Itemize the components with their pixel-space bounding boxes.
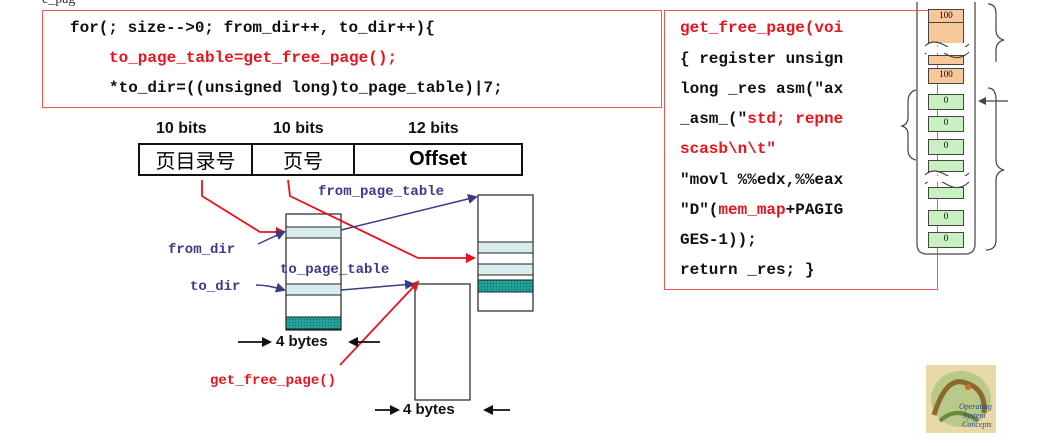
code-line-get-free-page: to_page_table=get_free_page(); bbox=[109, 49, 398, 67]
svg-text:System: System bbox=[963, 411, 985, 420]
rcode-line-6: "movl %%edx,%%eax bbox=[680, 171, 844, 189]
paging-diagram bbox=[201, 179, 534, 415]
mem-cell-used: 100 bbox=[928, 9, 964, 23]
mem-break-marks bbox=[924, 41, 970, 189]
mem-cell-free: 0 bbox=[928, 94, 964, 110]
rcode-line-9: return _res; } bbox=[680, 261, 815, 279]
label-bytes-directory: 4 bytes bbox=[276, 333, 328, 350]
book-cover-logo: Operating System Concepts bbox=[926, 365, 996, 433]
svg-text:Operating: Operating bbox=[959, 402, 992, 411]
rcode-line-8: GES-1)); bbox=[680, 231, 757, 249]
clipped-heading-fragment: e_pag bbox=[42, 0, 75, 8]
mem-used-fill-2 bbox=[928, 55, 964, 65]
right-code-box bbox=[664, 10, 938, 290]
rcode-line-7: "D"(mem_map+PAGIG bbox=[680, 201, 844, 219]
address-field-offset: Offset bbox=[353, 143, 523, 176]
code-line-for-loop: for(; size-->0; from_dir++, to_dir++){ bbox=[70, 19, 435, 37]
bits-label-dir: 10 bits bbox=[156, 120, 207, 137]
rcode-line-3: long _res asm("ax bbox=[680, 80, 844, 98]
code-line-to-dir: *to_dir=((unsigned long)to_page_table)|7… bbox=[109, 79, 503, 97]
bits-label-page: 10 bits bbox=[273, 120, 324, 137]
label-to-page-table: to_page_table bbox=[280, 262, 390, 278]
mem-free-fill bbox=[928, 160, 964, 172]
rcode-line-4: _asm_("std; repne bbox=[680, 110, 844, 128]
label-bytes-page: 4 bytes bbox=[403, 401, 455, 418]
new-page-frame bbox=[414, 283, 471, 401]
mem-used-fill bbox=[928, 23, 964, 43]
label-from-page-table: from_page_table bbox=[318, 184, 445, 200]
label-from-dir: from_dir bbox=[168, 242, 236, 258]
bits-label-offset: 12 bits bbox=[408, 120, 459, 137]
mem-map-outline bbox=[916, 2, 976, 255]
rcode-line-1: get_free_page(voi bbox=[680, 19, 844, 37]
rcode-line-2: { register unsign bbox=[680, 50, 844, 68]
mem-cell-used-2: 100 bbox=[928, 68, 964, 84]
label-get-free-page: get_free_page() bbox=[210, 373, 337, 389]
mem-cell-free: 0 bbox=[928, 232, 964, 248]
mem-map-braces bbox=[900, 3, 1008, 251]
mem-cell-free: 0 bbox=[928, 139, 964, 155]
dinosaur-book-logo: Operating System Concepts bbox=[926, 365, 996, 433]
label-to-dir: to_dir bbox=[190, 279, 241, 295]
rcode-line-5: scasb\n\t" bbox=[680, 140, 777, 158]
mem-map: 100 100 0 0 0 0 0 bbox=[913, 0, 983, 256]
mem-cell-free: 0 bbox=[928, 210, 964, 226]
mem-cell-free: 0 bbox=[928, 116, 964, 132]
svg-text:Concepts: Concepts bbox=[962, 420, 992, 429]
mem-free-fill-2 bbox=[928, 187, 964, 199]
code-box bbox=[42, 10, 662, 108]
page-table bbox=[477, 194, 534, 312]
